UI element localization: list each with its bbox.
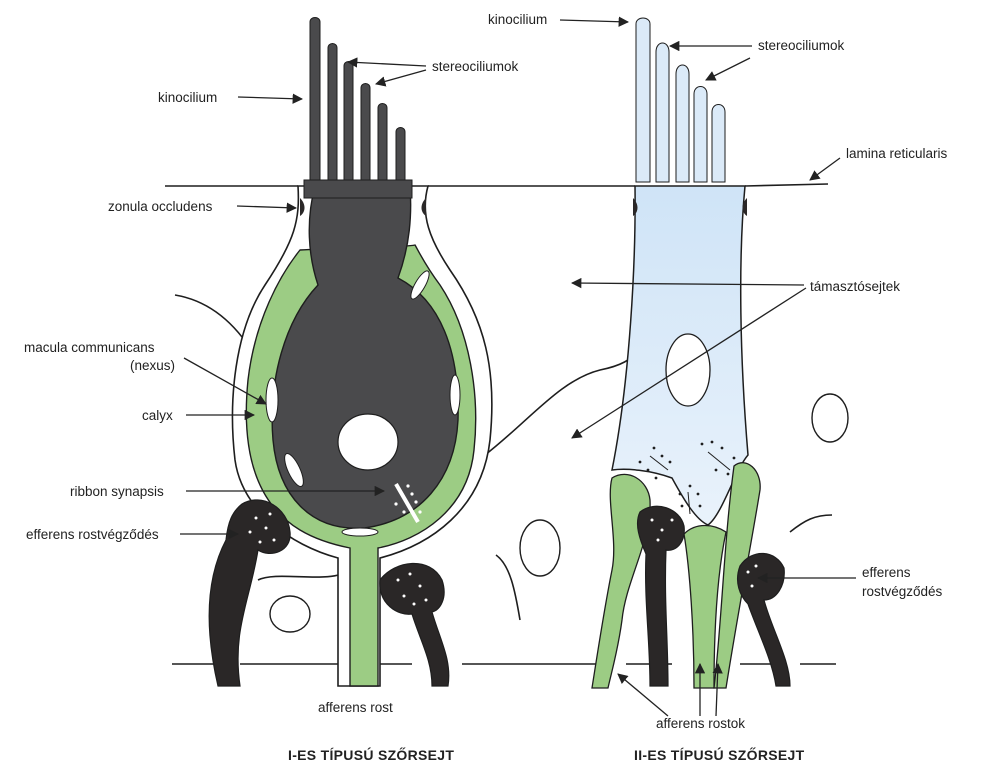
labels-type2: kinocilium stereociliumok lamina reticul… <box>488 12 948 731</box>
caption-type2: II-ES TÍPUSÚ SZŐRSEJT <box>634 746 805 763</box>
type1-nucleus <box>337 413 399 471</box>
label-efferens-right-1: efferens <box>862 565 911 580</box>
type2-afferent-fibers <box>591 462 761 689</box>
labels-type1: kinocilium stereociliumok zonula occlude… <box>24 59 519 715</box>
label-kinocilium-left: kinocilium <box>158 90 217 105</box>
type1-cilia <box>303 17 413 199</box>
label-calyx: calyx <box>142 408 173 423</box>
label-afferens-rostok: afferens rostok <box>656 716 745 731</box>
type2-nucleus <box>665 333 711 407</box>
label-nexus: (nexus) <box>130 358 175 373</box>
label-afferens-rost: afferens rost <box>318 700 393 715</box>
label-efferens-rostvegzodes-left: efferens rostvégződés <box>26 527 159 542</box>
label-ribbon-synapsis: ribbon synapsis <box>70 484 164 499</box>
type2-cilia <box>635 17 726 183</box>
label-kinocilium-right: kinocilium <box>488 12 547 27</box>
leader-arrows <box>180 16 856 717</box>
label-lamina-reticularis: lamina reticularis <box>846 146 948 161</box>
captions: I-ES TÍPUSÚ SZŐRSEJT II-ES TÍPUSÚ SZŐRSE… <box>288 746 805 763</box>
label-zonula-occludens: zonula occludens <box>108 199 213 214</box>
label-efferens-right-2: rostvégződés <box>862 584 943 599</box>
label-macula-communicans: macula communicans <box>24 340 155 355</box>
label-stereociliumok-right: stereociliumok <box>758 38 845 53</box>
caption-type1: I-ES TÍPUSÚ SZŐRSEJT <box>288 746 454 763</box>
type2-hair-cell <box>611 17 749 526</box>
type1-efferent-endings <box>208 499 450 687</box>
label-stereociliumok-left: stereociliumok <box>432 59 519 74</box>
label-tamasztosejtek: támasztósejtek <box>810 279 900 294</box>
type1-hair-cell <box>231 17 493 687</box>
